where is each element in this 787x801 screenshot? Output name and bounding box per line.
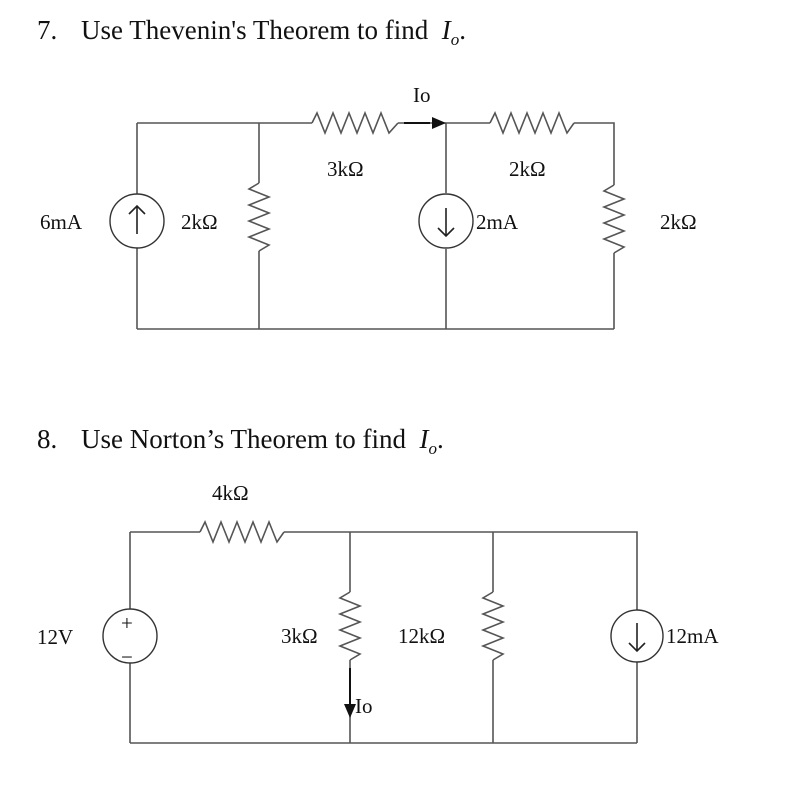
label-3k: 3kΩ [281,624,318,648]
label-12v: 12V [37,625,73,649]
label-2ma: 2mA [476,210,519,234]
io-arrow-head-icon [432,117,446,129]
label-2k-left: 2kΩ [181,210,218,234]
problem-number: 8. [37,424,58,454]
arrow-down-icon [628,623,646,653]
resistor-2k-left [246,182,272,252]
arrow-up-icon [128,204,146,234]
problem-number: 7. [37,15,58,45]
problem-8-title: 8. Use Norton’s Theorem to find Io. [37,423,444,459]
resistor-4k [199,519,285,545]
plus-sign: + [121,611,133,635]
variable-i: I [441,15,451,45]
label-2k-right: 2kΩ [660,210,697,234]
minus-sign: − [121,645,133,669]
arrow-down-icon [437,208,455,238]
variable-subscript: o [450,30,460,49]
resistor-3k [337,591,363,661]
voltage-source-12v [102,608,158,664]
label-12k: 12kΩ [398,624,445,648]
label-12ma: 12mA [666,624,719,648]
variable-i: I [419,424,429,454]
label-io: Io [355,694,373,718]
label-io: Io [413,83,431,107]
label-3k: 3kΩ [327,157,364,181]
resistor-3k [311,110,399,136]
wire-top-right [284,531,638,610]
resistor-12k [480,591,506,661]
io-arrow-head-icon [344,704,356,718]
problem-text: Use Thevenin's Theorem to find [81,15,429,45]
label-4k: 4kΩ [212,481,249,505]
wire-top-right [574,122,615,185]
title-period: . [459,15,467,45]
label-2k-top: 2kΩ [509,157,546,181]
resistor-2k-right [601,184,627,254]
label-6ma: 6mA [40,210,83,234]
resistor-2k-top [489,110,575,136]
problem-7-title: 7. Use Thevenin's Theorem to find Io. [37,14,466,50]
problem-text: Use Norton’s Theorem to find [81,424,406,454]
variable-subscript: o [428,439,437,458]
title-period: . [436,424,444,454]
